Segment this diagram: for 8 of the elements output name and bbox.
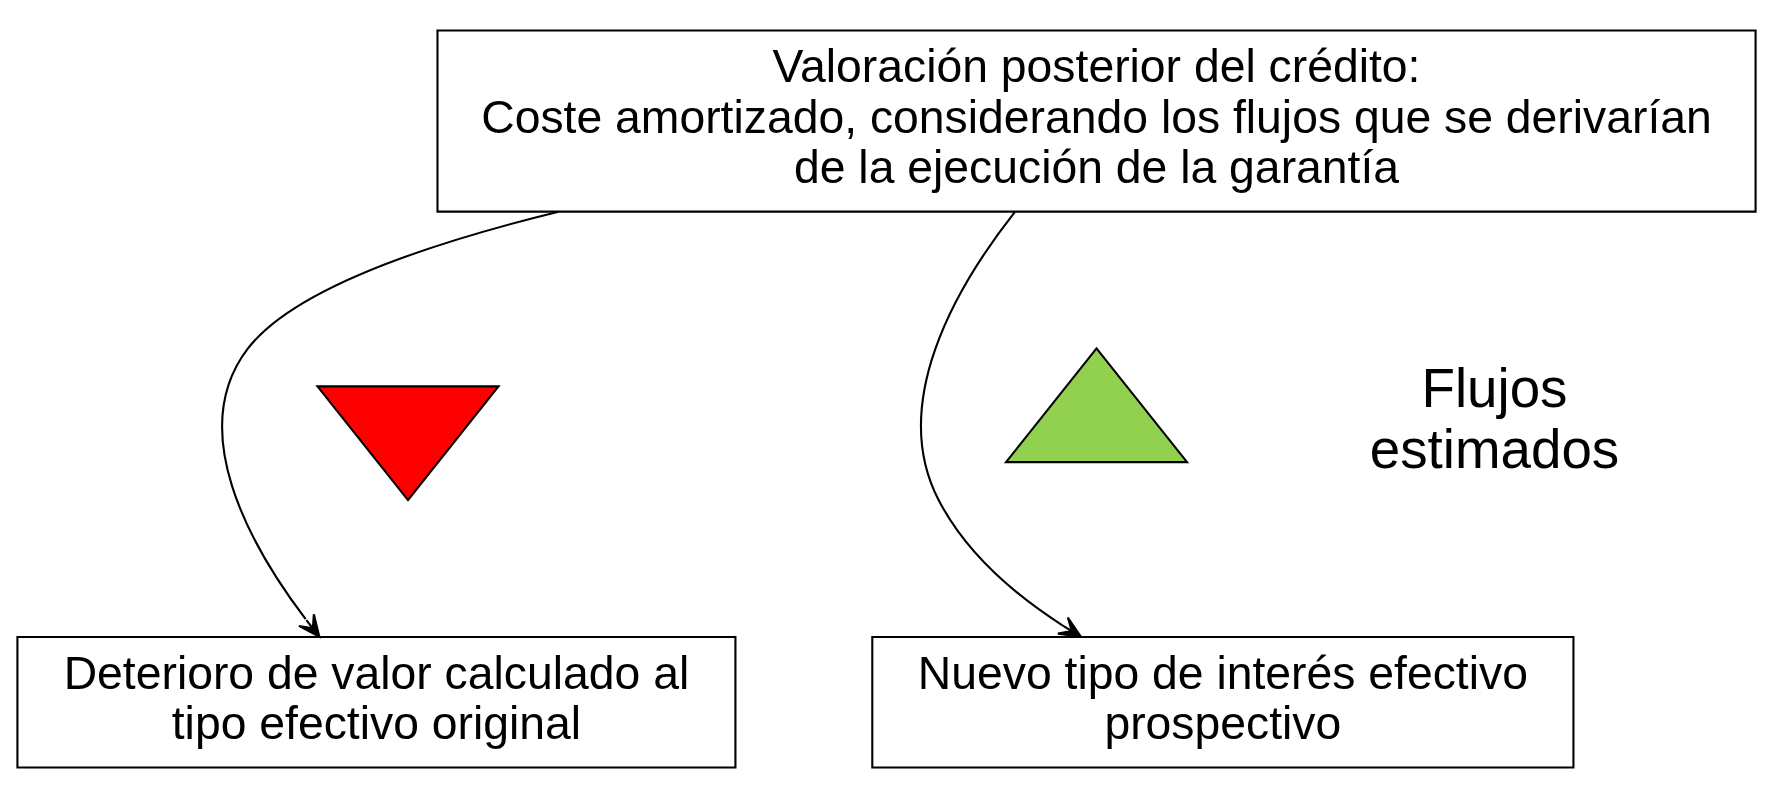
node-box: Nuevo tipo de interés efectivo prospectivo [870, 635, 1574, 769]
arrow [220, 210, 559, 638]
node-box: Valoración posterior del crédito: Coste amortizado, considerando los flujos que se derivarían de la ejecución de la garantía [435, 28, 1757, 213]
node-box: Deterioro de valor calculado al tipo efectivo original [15, 635, 736, 769]
label: Flujos estimados [1369, 356, 1619, 480]
node-arrow [314, 384, 501, 502]
node-arrow [1003, 346, 1189, 463]
arrow [919, 210, 1082, 638]
